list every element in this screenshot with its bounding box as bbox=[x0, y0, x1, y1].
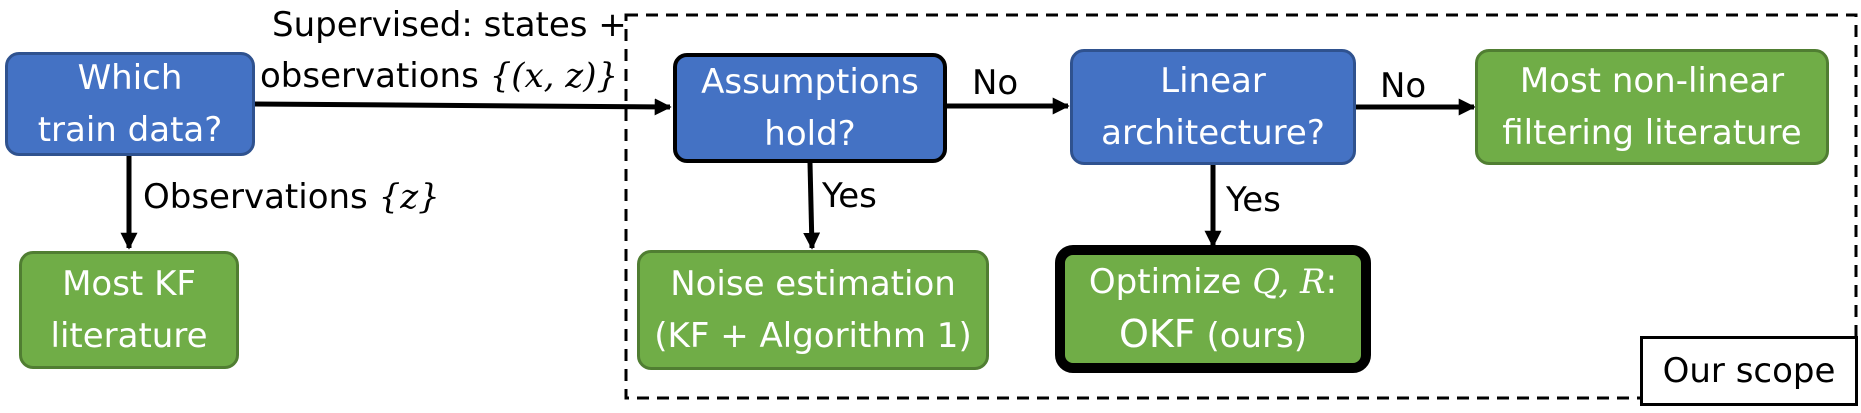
node-noise-estimation: Noise estimation (KF + Algorithm 1) bbox=[637, 250, 989, 370]
node-which-train-data-line1: Which bbox=[77, 58, 183, 98]
label-supervised-math: {(x, z)} bbox=[489, 56, 619, 96]
label-assumptions-no: No bbox=[972, 63, 1019, 103]
node-most-nonlinear-literature-line2: filtering literature bbox=[1502, 113, 1802, 153]
node-okf-line1: Optimize Q, R: bbox=[1089, 256, 1337, 308]
label-supervised-observations: observations bbox=[260, 56, 490, 96]
scope-label: Our scope bbox=[1640, 336, 1858, 406]
label-supervised-line1: Supervised: states + bbox=[272, 5, 627, 45]
node-okf-line1-prefix: Optimize bbox=[1088, 262, 1253, 302]
scope-dashed-box bbox=[624, 13, 1858, 400]
node-linear-architecture-line2: architecture? bbox=[1101, 113, 1325, 153]
node-most-nonlinear-literature: Most non-linear filtering literature bbox=[1475, 49, 1829, 165]
arrow-train-to-assumptions bbox=[253, 98, 672, 116]
node-okf: Optimize Q, R: OKF (ours) bbox=[1055, 245, 1371, 373]
node-okf-line2-suffix: (ours) bbox=[1195, 316, 1308, 356]
node-assumptions-hold: Assumptions hold? bbox=[673, 53, 947, 163]
node-most-kf-literature-line2: literature bbox=[50, 316, 208, 356]
label-observations: Observations {z} bbox=[143, 177, 440, 217]
label-assumptions-yes: Yes bbox=[822, 176, 877, 216]
node-okf-line2-main: OKF bbox=[1118, 312, 1196, 356]
node-which-train-data-line2: train data? bbox=[37, 110, 223, 150]
node-assumptions-hold-line2: hold? bbox=[764, 114, 856, 154]
node-most-kf-literature: Most KF literature bbox=[19, 251, 239, 369]
node-noise-estimation-line2: (KF + Algorithm 1) bbox=[654, 316, 972, 356]
label-supervised-line2: observations {(x, z)} bbox=[260, 56, 618, 96]
node-most-nonlinear-literature-line1: Most non-linear bbox=[1519, 61, 1785, 101]
label-supervised-bold: Supervised bbox=[272, 5, 462, 45]
arrow-assumptions-to-noise bbox=[803, 162, 821, 250]
label-linear-yes: Yes bbox=[1226, 180, 1281, 220]
label-linear-no: No bbox=[1380, 66, 1427, 106]
node-okf-line2: OKF (ours) bbox=[1119, 308, 1307, 362]
node-noise-estimation-line1: Noise estimation bbox=[670, 264, 956, 304]
label-supervised-rest: : states + bbox=[461, 5, 627, 45]
label-observations-text: Observations bbox=[143, 177, 379, 217]
node-most-kf-literature-line1: Most KF bbox=[62, 264, 196, 304]
node-okf-line1-math: Q, R bbox=[1252, 262, 1326, 302]
node-assumptions-hold-line1: Assumptions bbox=[701, 62, 919, 102]
node-linear-architecture-line1: Linear bbox=[1160, 61, 1266, 101]
node-linear-architecture: Linear architecture? bbox=[1070, 49, 1356, 165]
node-okf-line1-suffix: : bbox=[1325, 262, 1338, 302]
label-observations-math: {z} bbox=[378, 177, 440, 217]
node-which-train-data: Which train data? bbox=[5, 52, 255, 156]
